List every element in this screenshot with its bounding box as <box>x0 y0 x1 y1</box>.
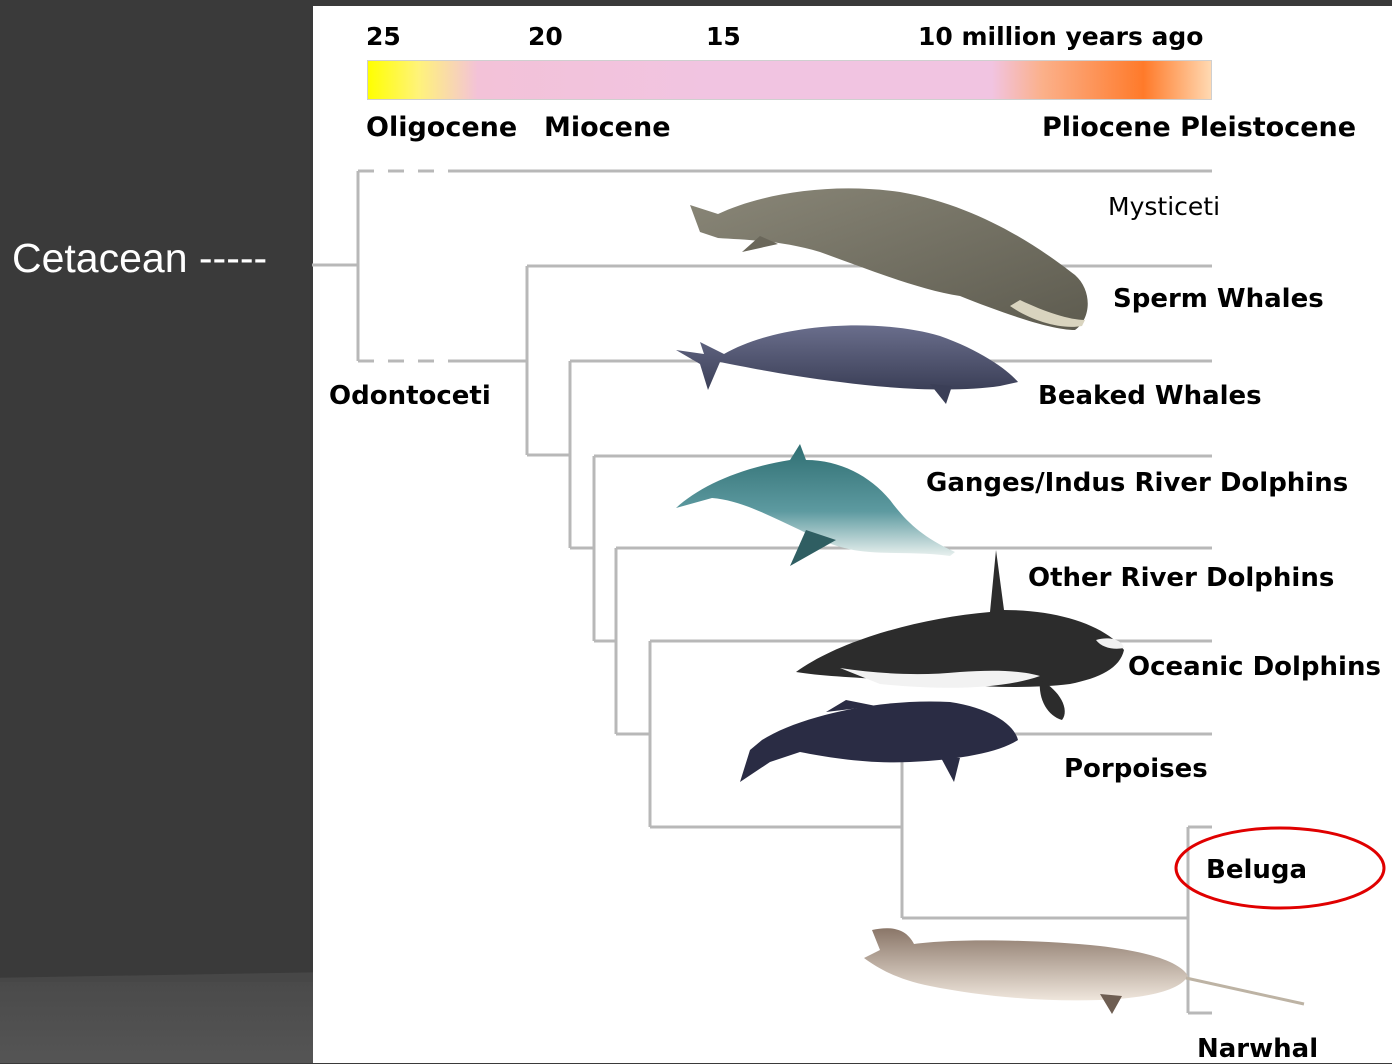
taxon-other-river-dolphins: Other River Dolphins <box>1028 563 1334 593</box>
taxon-sperm-whales: Sperm Whales <box>1113 284 1324 314</box>
porpoise-illustration <box>740 700 1018 782</box>
taxon-beluga: Beluga <box>1206 855 1307 885</box>
taxon-oceanic-dolphins: Oceanic Dolphins <box>1128 652 1381 682</box>
sperm-whale-illustration <box>690 188 1088 330</box>
narwhal-illustration <box>864 928 1304 1014</box>
node-label-odontoceti: Odontoceti <box>329 381 491 411</box>
taxon-ganges-indus-river-dolphins: Ganges/Indus River Dolphins <box>926 468 1348 498</box>
beaked-whale-illustration <box>676 325 1018 404</box>
taxon-beaked-whales: Beaked Whales <box>1038 381 1262 411</box>
taxon-mysticeti: Mysticeti <box>1108 192 1220 221</box>
taxon-porpoises: Porpoises <box>1064 754 1208 784</box>
taxon-narwhal: Narwhal <box>1197 1034 1318 1064</box>
